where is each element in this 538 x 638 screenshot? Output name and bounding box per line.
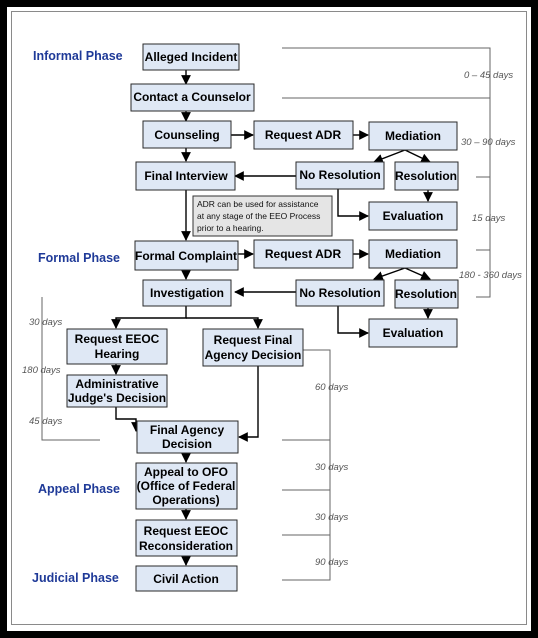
box-contact-counselor: Contact a Counselor — [130, 83, 255, 112]
timeline-label: 30 days — [315, 462, 349, 473]
timeline-label: 90 days — [315, 557, 349, 568]
timeline-label: 15 days — [472, 213, 506, 224]
formal-phase-label: Formal Phase — [38, 251, 120, 265]
box-mediation-2: Mediation — [368, 239, 458, 269]
box-alleged-incident: Alleged Incident — [142, 43, 240, 71]
svg-text:Agency Decision: Agency Decision — [205, 348, 302, 362]
judicial-phase-label: Judicial Phase — [32, 571, 119, 585]
svg-text:Counseling: Counseling — [154, 128, 219, 142]
svg-text:Contact a Counselor: Contact a Counselor — [133, 90, 251, 104]
timeline-label: 30 – 90 days — [461, 137, 516, 148]
informal-phase-label: Informal Phase — [33, 49, 123, 63]
box-counseling: Counseling — [142, 120, 232, 149]
svg-text:ADR can be used for assistance: ADR can be used for assistance — [197, 199, 319, 209]
svg-text:No Resolution: No Resolution — [299, 168, 380, 182]
svg-text:Request ADR: Request ADR — [265, 128, 342, 142]
svg-text:Civil Action: Civil Action — [153, 572, 219, 586]
box-mediation-1: Mediation — [368, 121, 458, 151]
svg-text:at any stage of the EEO Proces: at any stage of the EEO Process — [197, 211, 320, 221]
svg-text:Mediation: Mediation — [385, 129, 441, 143]
box-evaluation-1: Evaluation — [368, 201, 458, 231]
timeline-label: 180 - 360 days — [459, 270, 522, 281]
box-final-agency-decision: Final Agency Decision — [136, 420, 239, 454]
svg-text:No Resolution: No Resolution — [299, 286, 380, 300]
flow-arrows — [111, 70, 433, 566]
box-no-resolution-1: No Resolution — [295, 161, 385, 190]
svg-text:Hearing: Hearing — [95, 347, 140, 361]
box-evaluation-2: Evaluation — [368, 318, 458, 348]
adr-note: ADR can be used for assistance at any st… — [192, 195, 333, 237]
svg-text:(Office of Federal: (Office of Federal — [137, 479, 236, 493]
svg-text:Resolution: Resolution — [395, 169, 457, 183]
diagram-inner-border — [11, 11, 527, 625]
svg-text:Formal Complaint: Formal Complaint — [135, 249, 237, 263]
svg-text:Request Final: Request Final — [214, 333, 293, 347]
timeline-lines — [41, 47, 491, 581]
box-resolution-2: Resolution — [394, 279, 459, 309]
svg-text:Judge's Decision: Judge's Decision — [68, 391, 166, 405]
svg-text:Decision: Decision — [162, 437, 212, 451]
box-final-interview: Final Interview — [135, 161, 236, 191]
svg-text:Final Agency: Final Agency — [150, 423, 225, 437]
svg-text:Resolution: Resolution — [395, 287, 457, 301]
box-resolution-1: Resolution — [394, 161, 459, 191]
svg-text:Investigation: Investigation — [150, 286, 224, 300]
box-request-adr-2: Request ADR — [253, 239, 354, 269]
box-civil-action: Civil Action — [135, 565, 238, 592]
timeline-label: 60 days — [315, 382, 349, 393]
timeline-label: 30 days — [29, 317, 63, 328]
svg-text:Request EEOC: Request EEOC — [75, 332, 160, 346]
svg-text:prior to a hearing.: prior to a hearing. — [197, 223, 264, 233]
appeal-phase-label: Appeal Phase — [38, 482, 120, 496]
timeline-label: 45 days — [29, 416, 63, 427]
timeline-label: 30 days — [315, 512, 349, 523]
timeline-label: 0 – 45 days — [464, 70, 513, 81]
svg-text:Operations): Operations) — [152, 493, 219, 507]
svg-text:Evaluation: Evaluation — [383, 326, 444, 340]
box-administrative-judge-decision: Administrative Judge's Decision — [66, 374, 168, 408]
svg-text:Mediation: Mediation — [385, 247, 441, 261]
box-appeal-to-ofo: Appeal to OFO (Office of Federal Operati… — [135, 462, 238, 510]
svg-text:Administrative: Administrative — [75, 377, 159, 391]
box-no-resolution-2: No Resolution — [295, 279, 385, 307]
svg-text:Request EEOC: Request EEOC — [144, 524, 229, 538]
svg-text:Evaluation: Evaluation — [383, 209, 444, 223]
svg-text:Final Interview: Final Interview — [144, 169, 228, 183]
timeline-label: 180 days — [22, 365, 61, 376]
svg-text:Request ADR: Request ADR — [265, 247, 342, 261]
box-investigation: Investigation — [142, 279, 232, 307]
svg-text:Alleged Incident: Alleged Incident — [145, 50, 238, 64]
box-request-eeoc-reconsideration: Request EEOC Reconsideration — [135, 519, 238, 557]
box-request-adr-1: Request ADR — [253, 120, 354, 150]
svg-text:Appeal to OFO: Appeal to OFO — [144, 465, 228, 479]
box-request-eeoc-hearing: Request EEOC Hearing — [66, 328, 168, 365]
box-formal-complaint: Formal Complaint — [134, 240, 239, 271]
box-request-final-agency-decision: Request Final Agency Decision — [202, 328, 304, 367]
svg-text:Reconsideration: Reconsideration — [139, 539, 233, 553]
